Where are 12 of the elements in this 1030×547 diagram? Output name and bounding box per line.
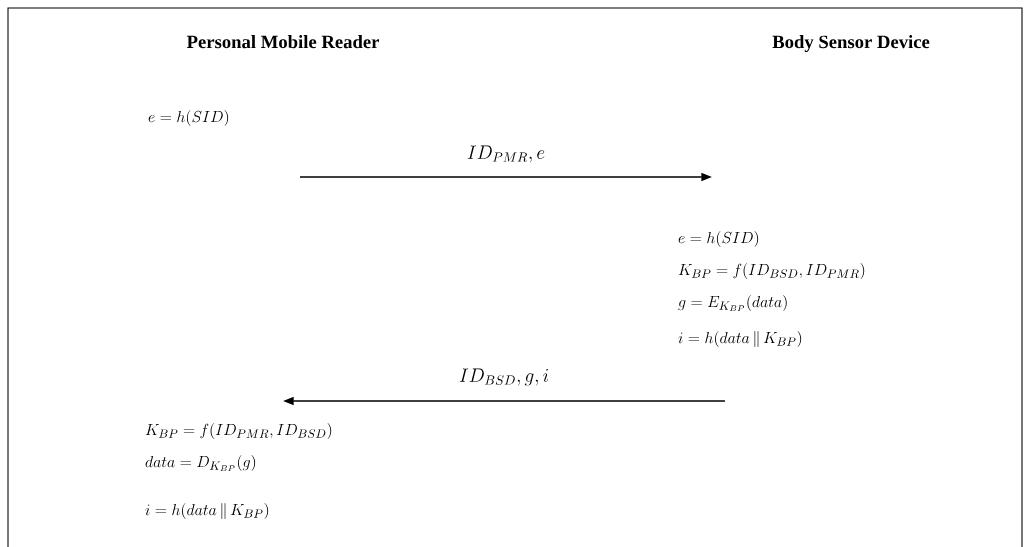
formula: $e = h(SID)$	[678, 231, 759, 247]
heading: Body Sensor Device	[772, 35, 930, 53]
message-label: $ID_{BSD}, g, i$	[459, 368, 549, 386]
formula: $K_{BP} = f(ID_{BSD}, ID_{PMR})$	[678, 263, 865, 279]
formula: $e = h(SID)$	[148, 110, 229, 126]
message-label: $ID_{PMR}, e$	[467, 145, 545, 163]
heading: Personal Mobile Reader	[186, 35, 380, 49]
formula: $i = h(data \,\|\, K_{BP})$	[145, 503, 269, 519]
formula: $g = E_{K_{BP}}(data)$	[678, 295, 787, 312]
formula: $K_{BP} = f(ID_{PMR}, ID_{BSD})$	[145, 423, 332, 439]
formula: $i = h(data \,\|\, K_{BP})$	[678, 331, 802, 347]
formula: $data = D_{K_{BP}}(g)$	[145, 455, 256, 472]
